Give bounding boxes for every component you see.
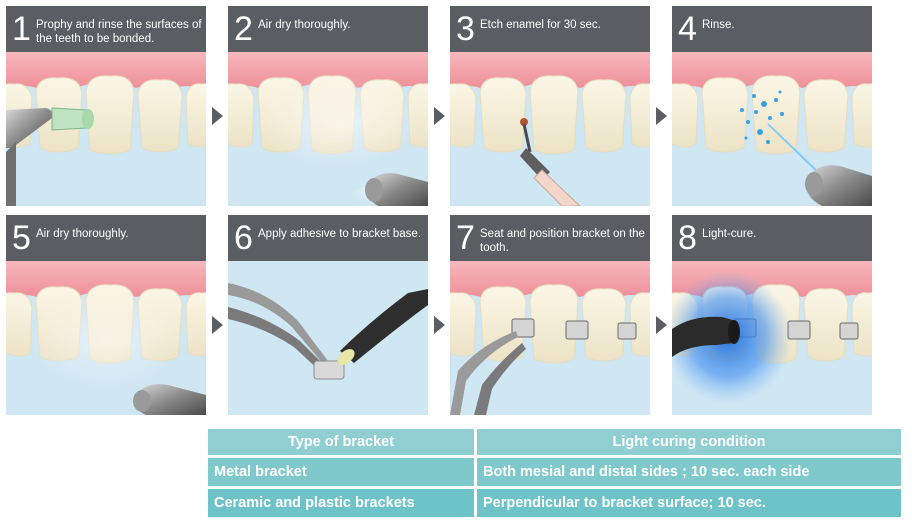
table-row: Metal bracket Both mesial and distal sid…: [208, 458, 901, 486]
bracket-icon: [511, 318, 637, 340]
step-illustration: [672, 52, 872, 206]
tweezers-icon: [450, 331, 526, 415]
column-header: Light curing condition: [477, 429, 901, 455]
arrow-right-icon: [656, 107, 667, 125]
step-panel-8: 8 Light-cure.: [672, 215, 872, 415]
step-illustration: [228, 261, 428, 415]
step-caption: Air dry thoroughly.: [258, 19, 351, 31]
step-caption: Seat and position bracket on the tooth.: [480, 228, 645, 254]
step-caption: Apply adhesive to bracket base.: [258, 228, 422, 240]
etchant-syringe-icon: [520, 118, 581, 206]
step-panel-3: 3 Etch enamel for 30 sec.: [450, 6, 650, 206]
step-panel-5: 5 Air dry thoroughly.: [6, 215, 206, 415]
step-panel-7: 7 Seat and position bracket on the tooth…: [450, 215, 650, 415]
arrow-right-icon: [212, 107, 223, 125]
step-panel-6: 6 Apply adhesive to bracket base.: [228, 215, 428, 415]
step-illustration: [450, 52, 650, 206]
step-caption: Light-cure.: [702, 228, 757, 240]
table-cell: Ceramic and plastic brackets: [208, 489, 474, 517]
water-syringe-icon: [805, 165, 872, 206]
step-number: 5: [12, 219, 31, 257]
step-panel-2: 2 Air dry thoroughly.: [228, 6, 428, 206]
step-number: 6: [234, 219, 253, 257]
step-illustration: [228, 52, 428, 206]
bracket-icon: [313, 360, 345, 380]
arrow-right-icon: [656, 316, 667, 334]
table-row: Ceramic and plastic brackets Perpendicul…: [208, 489, 901, 517]
step-panel-4: 4 Rinse.: [672, 6, 872, 206]
arrow-right-icon: [212, 316, 223, 334]
step-header: 5 Air dry thoroughly.: [6, 215, 206, 261]
arrow-right-icon: [434, 316, 445, 334]
tweezers-icon: [228, 283, 328, 373]
step-panel-1: 1 Prophy and rinse the surfaces of the t…: [6, 6, 206, 206]
step-header: 2 Air dry thoroughly.: [228, 6, 428, 52]
table-cell: Metal bracket: [208, 458, 474, 486]
step-header: 3 Etch enamel for 30 sec.: [450, 6, 650, 52]
step-number: 4: [678, 10, 697, 48]
step-illustration: [672, 261, 872, 415]
step-number: 8: [678, 219, 697, 257]
step-caption: Etch enamel for 30 sec.: [480, 19, 601, 31]
step-number: 3: [456, 10, 475, 48]
air-syringe-icon: [365, 173, 428, 206]
light-curing-table: Type of bracket Light curing condition M…: [205, 426, 904, 520]
step-illustration: [6, 52, 206, 206]
curing-light-icon: [672, 316, 740, 357]
step-caption: Prophy and rinse the surfaces of the tee…: [36, 19, 202, 45]
step-caption: Air dry thoroughly.: [36, 228, 129, 240]
step-header: 6 Apply adhesive to bracket base.: [228, 215, 428, 261]
adhesive-applicator-icon: [337, 289, 428, 365]
air-syringe-icon: [133, 384, 206, 415]
step-number: 1: [12, 10, 31, 48]
step-illustration: [450, 261, 650, 415]
step-header: 4 Rinse.: [672, 6, 872, 52]
column-header: Type of bracket: [208, 429, 474, 455]
arrow-right-icon: [434, 107, 445, 125]
table-header-row: Type of bracket Light curing condition: [208, 429, 901, 455]
step-header: 7 Seat and position bracket on the tooth…: [450, 215, 650, 261]
prophy-handpiece-icon: [6, 107, 94, 206]
step-number: 2: [234, 10, 253, 48]
step-header: 1 Prophy and rinse the surfaces of the t…: [6, 6, 206, 52]
step-number: 7: [456, 219, 475, 257]
step-header: 8 Light-cure.: [672, 215, 872, 261]
table-cell: Perpendicular to bracket surface; 10 sec…: [477, 489, 901, 517]
step-illustration: [6, 261, 206, 415]
table-cell: Both mesial and distal sides ; 10 sec. e…: [477, 458, 901, 486]
step-caption: Rinse.: [702, 19, 735, 31]
water-spray-icon: [740, 90, 784, 144]
